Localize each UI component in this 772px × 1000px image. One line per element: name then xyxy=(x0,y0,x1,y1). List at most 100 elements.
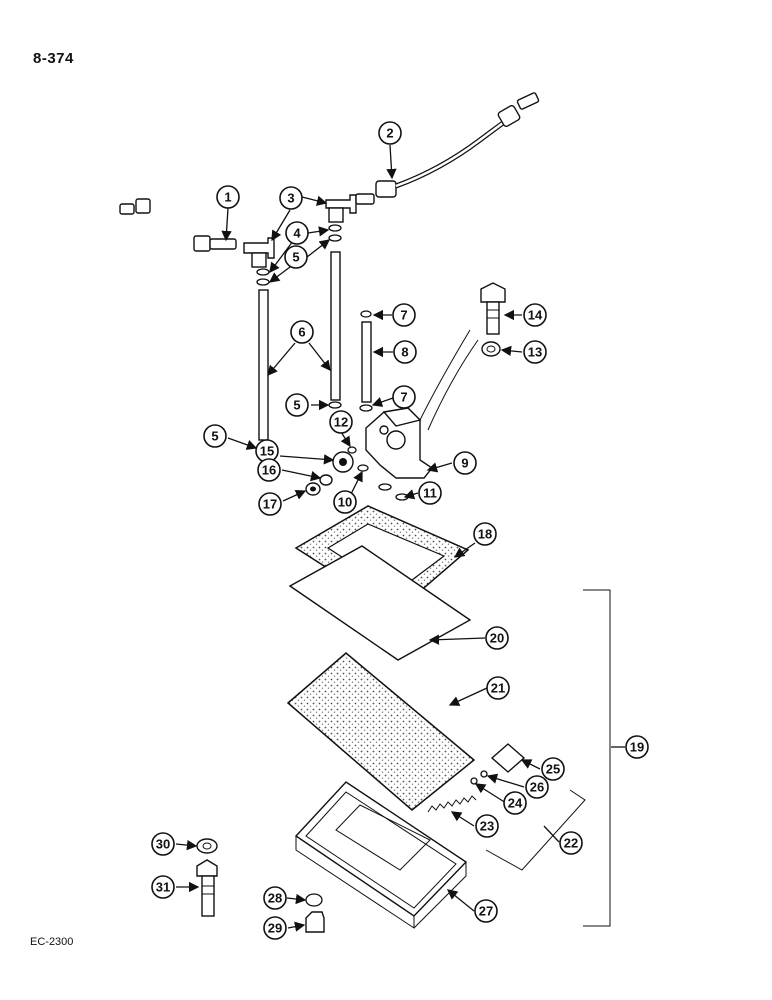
callout-27: 27 xyxy=(474,899,498,923)
clip-30 xyxy=(196,838,218,854)
right-tube-assembly xyxy=(355,92,540,205)
callout-18: 18 xyxy=(473,522,497,546)
callout-25: 25 xyxy=(541,757,565,781)
svg-text:2: 2 xyxy=(386,126,393,141)
callout-5: 5 xyxy=(203,424,227,448)
tube-nut xyxy=(193,235,211,252)
callout-3: 3 xyxy=(279,186,303,210)
svg-text:4: 4 xyxy=(293,226,301,241)
svg-text:19: 19 xyxy=(630,740,644,755)
svg-text:29: 29 xyxy=(268,921,282,936)
svg-text:30: 30 xyxy=(156,837,170,852)
svg-text:5: 5 xyxy=(292,250,299,265)
o-ring-28 xyxy=(305,893,323,907)
svg-text:22: 22 xyxy=(564,836,578,851)
svg-text:7: 7 xyxy=(400,390,407,405)
callout-1: 1 xyxy=(216,185,240,209)
svg-text:14: 14 xyxy=(528,308,543,323)
left-nut xyxy=(135,198,151,214)
short-tube-8 xyxy=(361,321,372,403)
left-tube-assembly xyxy=(119,194,237,252)
callout-14: 14 xyxy=(523,303,547,327)
svg-text:16: 16 xyxy=(262,463,276,478)
spring-23 xyxy=(427,795,477,813)
figure-code: EC-2300 xyxy=(30,936,74,948)
callout-19: 19 xyxy=(625,735,649,759)
elbow-fitting-left xyxy=(243,237,275,268)
callout-15: 15 xyxy=(255,439,279,463)
svg-text:11: 11 xyxy=(423,486,437,501)
callout-23: 23 xyxy=(475,814,499,838)
gear-part xyxy=(332,451,354,473)
callout-30: 30 xyxy=(151,832,175,856)
svg-text:24: 24 xyxy=(508,796,523,811)
svg-text:25: 25 xyxy=(546,762,560,777)
svg-text:6: 6 xyxy=(298,325,305,340)
callout-5: 5 xyxy=(284,245,308,269)
svg-text:15: 15 xyxy=(260,444,274,459)
svg-text:26: 26 xyxy=(530,780,544,795)
callout-22: 22 xyxy=(559,831,583,855)
page-number: 8-374 xyxy=(33,50,74,67)
svg-text:1: 1 xyxy=(224,190,231,205)
svg-text:18: 18 xyxy=(478,527,492,542)
callout-21: 21 xyxy=(486,676,510,700)
gasket-21 xyxy=(286,652,476,811)
vertical-tube-left xyxy=(258,289,269,441)
callout-5: 5 xyxy=(285,393,309,417)
plate-20 xyxy=(288,545,472,661)
svg-text:8: 8 xyxy=(401,345,408,360)
plug-29 xyxy=(305,911,325,933)
callout-16: 16 xyxy=(257,458,281,482)
callout-13: 13 xyxy=(523,340,547,364)
bracket-19 xyxy=(583,589,611,927)
callout-26: 26 xyxy=(525,775,549,799)
connector-part-1 xyxy=(209,238,237,250)
plug-25 xyxy=(490,743,526,773)
svg-text:5: 5 xyxy=(293,398,300,413)
o-rings xyxy=(256,224,409,501)
callout-29: 29 xyxy=(263,916,287,940)
callout-12: 12 xyxy=(329,410,353,434)
svg-text:3: 3 xyxy=(287,191,294,206)
callout-7: 7 xyxy=(392,303,416,327)
callout-17: 17 xyxy=(258,492,282,516)
svg-text:9: 9 xyxy=(461,456,468,471)
clip-13 xyxy=(481,341,501,357)
svg-text:27: 27 xyxy=(479,904,493,919)
callout-31: 31 xyxy=(151,875,175,899)
callout-4: 4 xyxy=(285,221,309,245)
svg-text:23: 23 xyxy=(480,819,494,834)
leader-lines xyxy=(175,144,625,932)
bracket-22 xyxy=(485,789,586,871)
svg-text:20: 20 xyxy=(490,631,504,646)
svg-text:31: 31 xyxy=(156,880,170,895)
svg-text:13: 13 xyxy=(528,345,542,360)
bolt-31 xyxy=(196,859,218,917)
svg-text:28: 28 xyxy=(268,891,282,906)
svg-text:21: 21 xyxy=(491,681,505,696)
left-fitting xyxy=(119,203,135,215)
part-24-26 xyxy=(470,770,488,785)
callout-7: 7 xyxy=(392,385,416,409)
svg-text:12: 12 xyxy=(334,415,348,430)
svg-text:10: 10 xyxy=(338,495,352,510)
svg-text:7: 7 xyxy=(400,308,407,323)
callout-10: 10 xyxy=(333,490,357,514)
callout-20: 20 xyxy=(485,626,509,650)
cover-27 xyxy=(294,781,468,929)
elbow-fitting-right xyxy=(325,194,357,223)
callout-6: 6 xyxy=(290,320,314,344)
bolt-14 xyxy=(480,282,506,335)
callout-2: 2 xyxy=(378,121,402,145)
svg-text:17: 17 xyxy=(263,497,277,512)
callout-11: 11 xyxy=(418,481,442,505)
callout-28: 28 xyxy=(263,886,287,910)
callout-8: 8 xyxy=(393,340,417,364)
callout-24: 24 xyxy=(503,791,527,815)
callout-9: 9 xyxy=(453,451,477,475)
svg-text:5: 5 xyxy=(211,429,218,444)
valve-body xyxy=(365,329,479,479)
vertical-tube-right xyxy=(330,251,341,401)
